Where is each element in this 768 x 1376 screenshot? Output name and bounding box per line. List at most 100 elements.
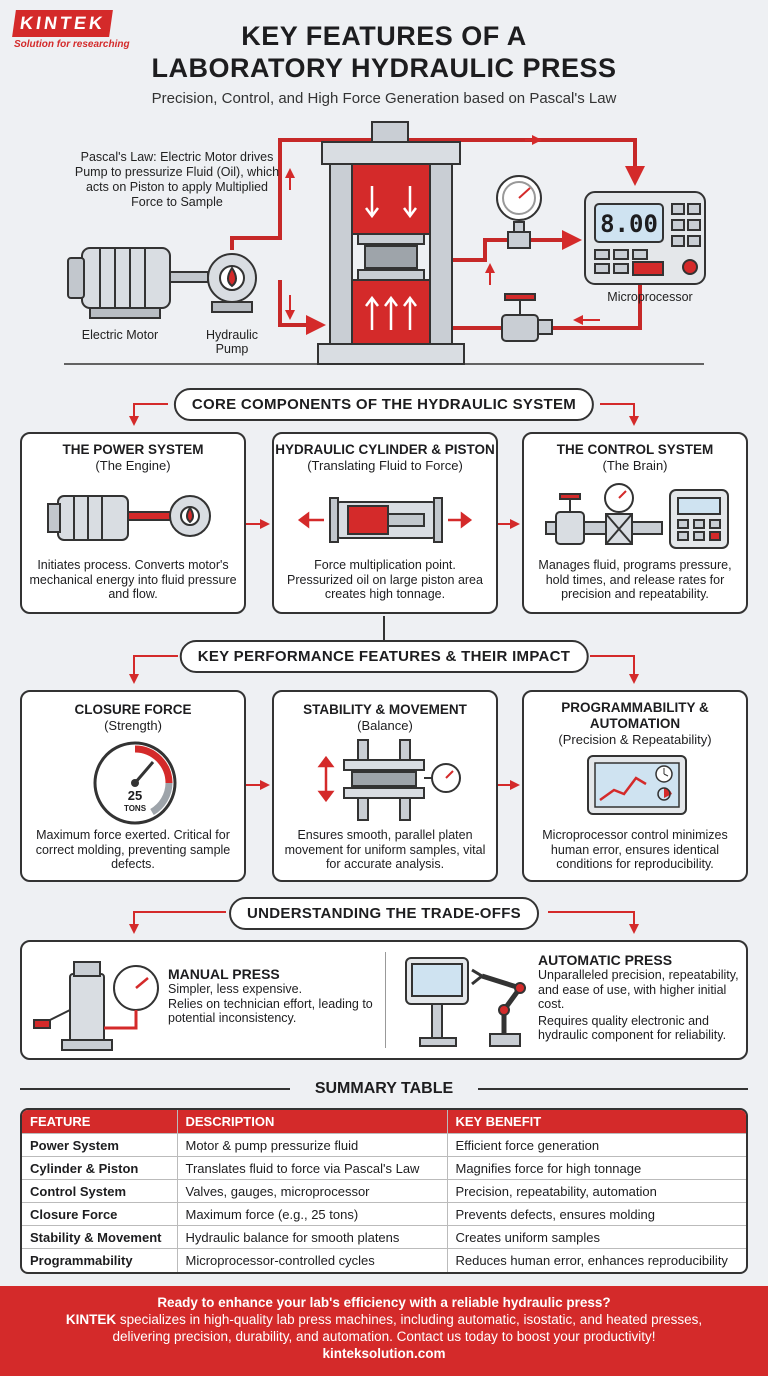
- page-subtitle: Precision, Control, and High Force Gener…: [151, 90, 617, 107]
- card-desc: Microprocessor control minimizes human e…: [542, 828, 728, 871]
- col-feature: FEATURE: [22, 1110, 177, 1134]
- card-control-system: THE CONTROL SYSTEM (The Brain) Manages f…: [522, 432, 748, 614]
- table-row: Control System Valves, gauges, microproc…: [22, 1179, 746, 1203]
- tradeoffs-heading: UNDERSTANDING THE TRADE-OFFS: [229, 897, 539, 930]
- summary-heading: SUMMARY TABLE: [314, 1080, 454, 1097]
- manual-line-1: Simpler, less expensive.: [168, 982, 303, 996]
- card-desc: Ensures smooth, parallel platen movement…: [284, 828, 486, 871]
- pressure-gauge-icon: [496, 175, 542, 249]
- robot-arm-icon: [405, 957, 526, 1047]
- valve-icon: [501, 293, 553, 342]
- electric-motor-icon: [67, 247, 209, 319]
- cell-benefit: Magnifies force for high tonnage: [446, 1156, 746, 1180]
- card-subtitle: (The Brain): [602, 458, 668, 473]
- cta-line-2: KINTEK specializes in high-quality lab p…: [0, 1311, 768, 1328]
- card-subtitle: (Translating Fluid to Force): [307, 458, 463, 473]
- press-frame-icon: [317, 121, 465, 365]
- power-system-icon: [47, 495, 211, 541]
- cell-benefit: Efficient force generation: [446, 1133, 746, 1157]
- card-desc: Initiates process. Converts motor's mech…: [29, 558, 237, 601]
- cell-description: Maximum force (e.g., 25 tons): [176, 1202, 447, 1226]
- col-description: DESCRIPTION: [176, 1110, 447, 1134]
- card-desc: Maximum force exerted. Critical for corr…: [35, 828, 231, 871]
- card-subtitle: (The Engine): [95, 458, 171, 473]
- title-line-1: KEY FEATURES OF A: [241, 21, 527, 51]
- pascal-law-note: Pascal's Law: Electric Motor drives Pump…: [74, 150, 280, 209]
- cell-benefit: Precision, repeatability, automation: [446, 1179, 746, 1203]
- table-row: Stability & Movement Hydraulic balance f…: [22, 1225, 746, 1249]
- press-force-arrows: [365, 186, 417, 330]
- automatic-line-2: Requires quality electronic and hydrauli…: [538, 1013, 727, 1043]
- manual-press-icon: [33, 961, 159, 1051]
- card-subtitle: (Balance): [357, 718, 413, 733]
- automatic-press-block: AUTOMATIC PRESS Unparalleled precision, …: [538, 952, 744, 1043]
- card-power-system: THE POWER SYSTEM (The Engine) Initiates …: [20, 432, 246, 614]
- title-line-2: LABORATORY HYDRAULIC PRESS: [151, 53, 617, 83]
- card-title: THE POWER SYSTEM: [62, 442, 204, 457]
- card-desc: Manages fluid, programs pressure, hold t…: [538, 558, 732, 601]
- chart-screen-icon: [587, 755, 687, 815]
- card-title: THE CONTROL SYSTEM: [556, 442, 714, 457]
- cta-url-link[interactable]: kinteksolution.com: [322, 1346, 446, 1361]
- microprocessor-icon: [584, 191, 706, 285]
- table-row: Programmability Microprocessor-controlle…: [22, 1248, 746, 1272]
- cell-feature: Control System: [22, 1179, 177, 1203]
- cell-description: Valves, gauges, microprocessor: [176, 1179, 447, 1203]
- card-title: PROGRAMMABILITY & AUTOMATION: [561, 700, 709, 731]
- automatic-title: AUTOMATIC PRESS: [538, 952, 673, 968]
- cell-benefit: Prevents defects, ensures molding: [446, 1202, 746, 1226]
- cell-feature: Stability & Movement: [22, 1225, 177, 1249]
- card-subtitle: (Strength): [104, 718, 162, 733]
- cell-feature: Closure Force: [22, 1202, 177, 1226]
- card-desc: Force multiplication point. Pressurized …: [287, 558, 483, 601]
- tonnage-gauge-icon: 25 TONS: [93, 741, 177, 825]
- manual-press-block: MANUAL PRESS Simpler, less expensive. Re…: [168, 966, 378, 1026]
- cta-footer: Ready to enhance your lab's efficiency w…: [0, 1286, 768, 1376]
- cell-feature: Programmability: [22, 1248, 177, 1272]
- card-closure-force: CLOSURE FORCE (Strength) 25 TONS Maximum…: [20, 690, 246, 882]
- card-title: STABILITY & MOVEMENT: [303, 702, 467, 717]
- manual-line-2: Relies on technician effort, leading to …: [168, 996, 373, 1026]
- cell-benefit: Creates uniform samples: [446, 1225, 746, 1249]
- cell-description: Motor & pump pressurize fluid: [176, 1133, 447, 1157]
- card-subtitle: (Precision & Repeatability): [558, 732, 712, 747]
- gauge-unit: TONS: [124, 804, 147, 813]
- card-cylinder-piston: HYDRAULIC CYLINDER & PISTON (Translating…: [272, 432, 498, 614]
- tradeoffs-panel: MANUAL PRESS Simpler, less expensive. Re…: [20, 940, 748, 1060]
- table-row: Closure Force Maximum force (e.g., 25 to…: [22, 1202, 746, 1226]
- cell-description: Hydraulic balance for smooth platens: [176, 1225, 447, 1249]
- cell-benefit: Reduces human error, enhances reproducib…: [446, 1248, 746, 1272]
- core-heading: CORE COMPONENTS OF THE HYDRAULIC SYSTEM: [173, 388, 595, 421]
- cta-line-1: Ready to enhance your lab's efficiency w…: [157, 1295, 611, 1310]
- summary-rule-left: [20, 1088, 290, 1090]
- cell-description: Microprocessor-controlled cycles: [176, 1248, 447, 1272]
- card-programmability: PROGRAMMABILITY & AUTOMATION (Precision …: [522, 690, 748, 882]
- cta-brand: KINTEK: [65, 1312, 117, 1327]
- logo-text: KINTEK: [12, 10, 113, 37]
- section-connectors: [129, 403, 639, 934]
- hero-diagram: 8.00: [64, 121, 706, 365]
- control-system-icon: [545, 483, 729, 549]
- flow-arrows: [285, 135, 600, 325]
- platen-icon: [317, 739, 461, 821]
- card-title: CLOSURE FORCE: [74, 702, 192, 717]
- hydraulic-pump-icon: [207, 253, 257, 313]
- micro-display-value: 8.00: [600, 210, 658, 238]
- hydraulic-pipes: [230, 138, 645, 335]
- table-row: Power System Motor & pump pressurize flu…: [22, 1133, 746, 1157]
- micro-label: Microprocessor: [607, 290, 693, 304]
- cell-feature: Cylinder & Piston: [22, 1156, 177, 1180]
- motor-label: Electric Motor: [81, 328, 159, 342]
- col-key-benefit: KEY BENEFIT: [446, 1110, 746, 1134]
- performance-heading: KEY PERFORMANCE FEATURES & THEIR IMPACT: [179, 640, 589, 673]
- card-title: HYDRAULIC CYLINDER & PISTON: [275, 442, 495, 457]
- card-stability-movement: STABILITY & MOVEMENT (Balance) Ensures s…: [272, 690, 498, 882]
- brand-logo: KINTEK Solution for researching: [12, 10, 144, 50]
- cta-line-3: delivering precision, durability, and au…: [112, 1329, 656, 1344]
- cell-description: Translates fluid to force via Pascal's L…: [176, 1156, 447, 1180]
- manual-title: MANUAL PRESS: [168, 966, 280, 982]
- pump-label: Hydraulic Pump: [205, 328, 259, 356]
- automatic-line-1: Unparalleled precision, repeatability, a…: [538, 968, 739, 1011]
- piston-icon: [297, 497, 473, 543]
- logo-tagline: Solution for researching: [14, 39, 130, 50]
